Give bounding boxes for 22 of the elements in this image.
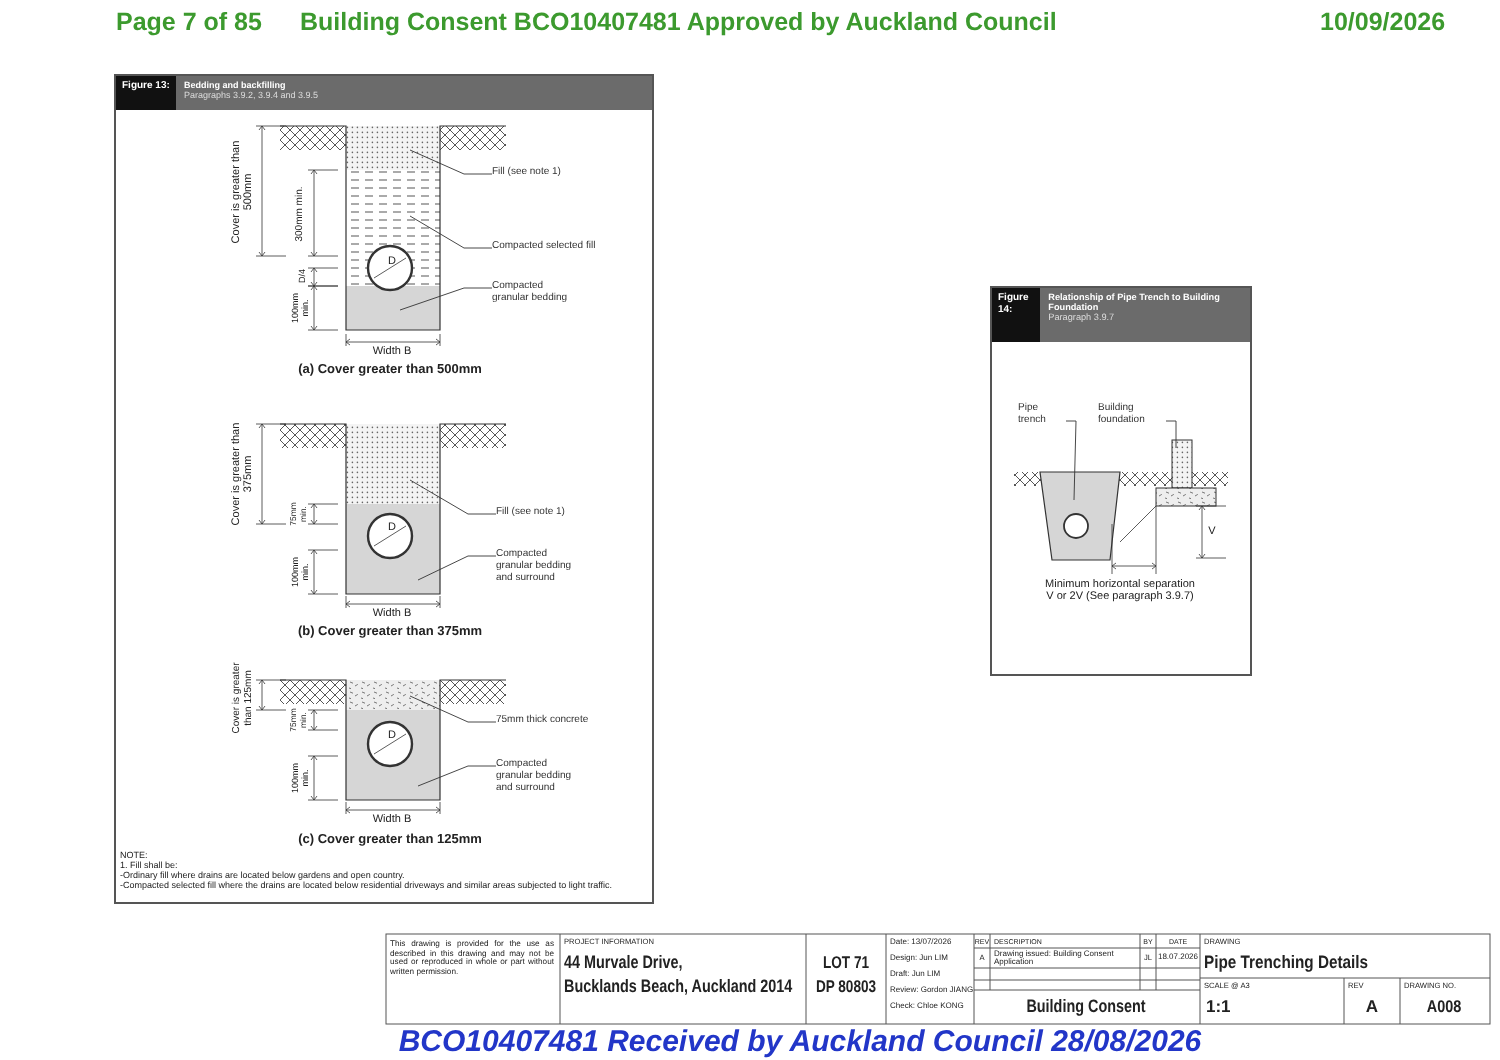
drawing-number: A008 (1426, 998, 1462, 1018)
leader-line (399, 287, 493, 311)
stamp-text: 10/09/2026 (1320, 8, 1446, 37)
leader-line (1165, 420, 1177, 449)
leader-line (417, 555, 497, 581)
stamp-text: Building Consent BCO10407481 Approved by Auckland Council (300, 8, 1057, 37)
lot-number: LOT 71 (822, 954, 870, 974)
leader-line (409, 479, 497, 515)
drawing-title: Pipe Trenching Details (1204, 952, 1369, 973)
plan-number: DP 80803 (815, 978, 877, 998)
leader-line (409, 215, 493, 249)
stage-text: Building Consent (1026, 995, 1146, 1017)
leader-line (409, 695, 497, 723)
revision-value: A (1365, 998, 1379, 1018)
leader-line (409, 149, 493, 175)
scale-value: 1:1 (1206, 998, 1231, 1018)
project-address: Bucklands Beach, Auckland 2014 (564, 976, 793, 997)
project-address: 44 Murvale Drive, (564, 952, 683, 973)
leader-line (1065, 420, 1077, 501)
stamp-text: Page 7 of 85 (116, 8, 262, 37)
leader-line (417, 765, 497, 787)
stamp-text: BCO10407481 Received by Auckland Council 28/08/2026 (398, 1024, 1202, 1060)
